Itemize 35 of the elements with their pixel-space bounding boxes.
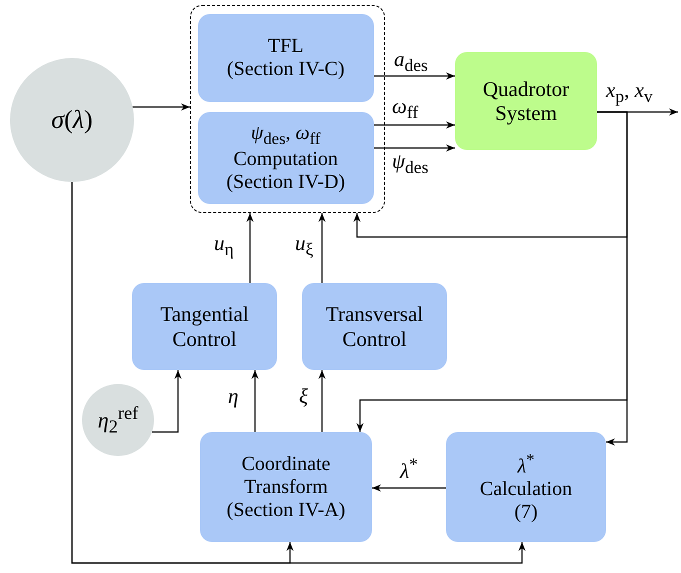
node-label: (7)	[513, 501, 539, 524]
node-label: λ$^{*}$	[516, 450, 536, 478]
arrow	[372, 484, 446, 492]
node-label: ψ$_{des}$, ω$_{ff}$	[250, 122, 322, 148]
arrow	[597, 111, 628, 446]
node-label: Coordinate Transform	[240, 452, 332, 498]
process-box	[198, 14, 374, 102]
arrow	[374, 72, 455, 80]
node-label: (Section IV-C)	[226, 58, 346, 81]
process-box	[198, 112, 374, 204]
process-box	[446, 432, 606, 542]
process-box	[302, 283, 447, 370]
process-box	[200, 432, 372, 542]
arrow	[246, 213, 254, 283]
arrow	[71, 182, 526, 564]
node-label: (Section IV-A)	[226, 498, 346, 522]
node-label: Computation	[232, 148, 339, 171]
arrow	[318, 213, 326, 283]
arrow	[374, 121, 455, 129]
node-label: Transversal Control	[324, 302, 424, 351]
system-box	[455, 52, 597, 150]
arrow	[318, 370, 326, 432]
arrow	[152, 370, 182, 433]
dashed-group-box	[190, 5, 385, 213]
arrow	[251, 370, 259, 432]
node-label: Tangential Control	[159, 302, 250, 351]
arrow	[132, 103, 190, 111]
node-label: TFL	[266, 34, 304, 58]
edge-label: ξ	[297, 385, 310, 408]
node-label: (Section IV-D)	[225, 170, 346, 194]
arrow	[374, 144, 455, 152]
node-label: Calculation	[478, 478, 574, 502]
process-box	[132, 283, 277, 370]
node-label: σ(λ)	[50, 105, 94, 135]
node-label: Quadrotor System	[482, 76, 570, 126]
